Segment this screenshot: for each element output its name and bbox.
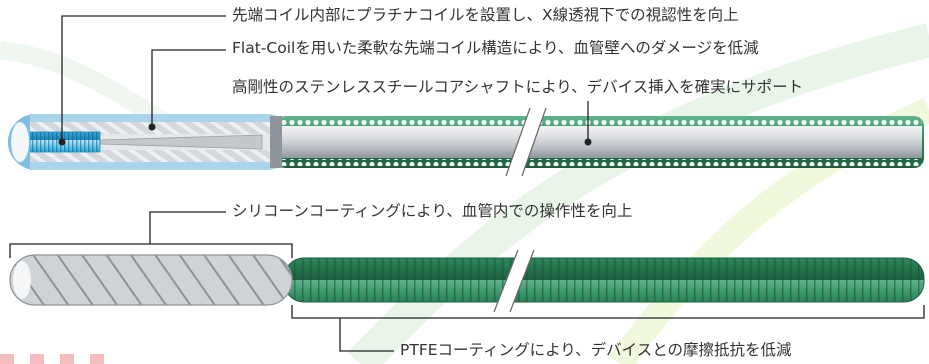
leader-silicone [9, 243, 293, 258]
logo-fragment [0, 354, 104, 364]
leader-lines [9, 15, 925, 352]
annotation-silicone-coating: シリコーンコーティングにより、血管内での操作性を向上 [232, 202, 633, 220]
break-mark-bottom [494, 250, 534, 312]
silicone-tip [10, 255, 292, 305]
break-mark-top [506, 108, 546, 176]
wire-exterior [9, 249, 925, 313]
leader-dots [58, 123, 592, 146]
leader-ptfe-stem [339, 318, 394, 352]
leader-flat-coil [151, 49, 226, 127]
ptfe-shaft-bottom [284, 258, 924, 302]
leader-platinum [61, 15, 226, 142]
annotation-platinum-coil: 先端コイル内部にプラチナコイルを設置し、X線透視下での視認性を向上 [232, 6, 739, 24]
annotation-core-shaft: 高剛性のステンレススチールコアシャフトにより、デバイス挿入を確実にサポート [232, 78, 804, 96]
leader-ptfe [291, 305, 925, 319]
wire-cross-section [8, 107, 924, 177]
annotation-ptfe-coating: PTFEコーティングにより、デバイスとの摩擦抵抗を低減 [400, 341, 792, 359]
annotation-flat-coil: Flat-Coilを用いた柔軟な先端コイル構造により、血管壁へのダメージを低減 [232, 39, 759, 57]
steel-core-shaft [280, 126, 922, 158]
leader-silicone-stem [149, 211, 226, 244]
